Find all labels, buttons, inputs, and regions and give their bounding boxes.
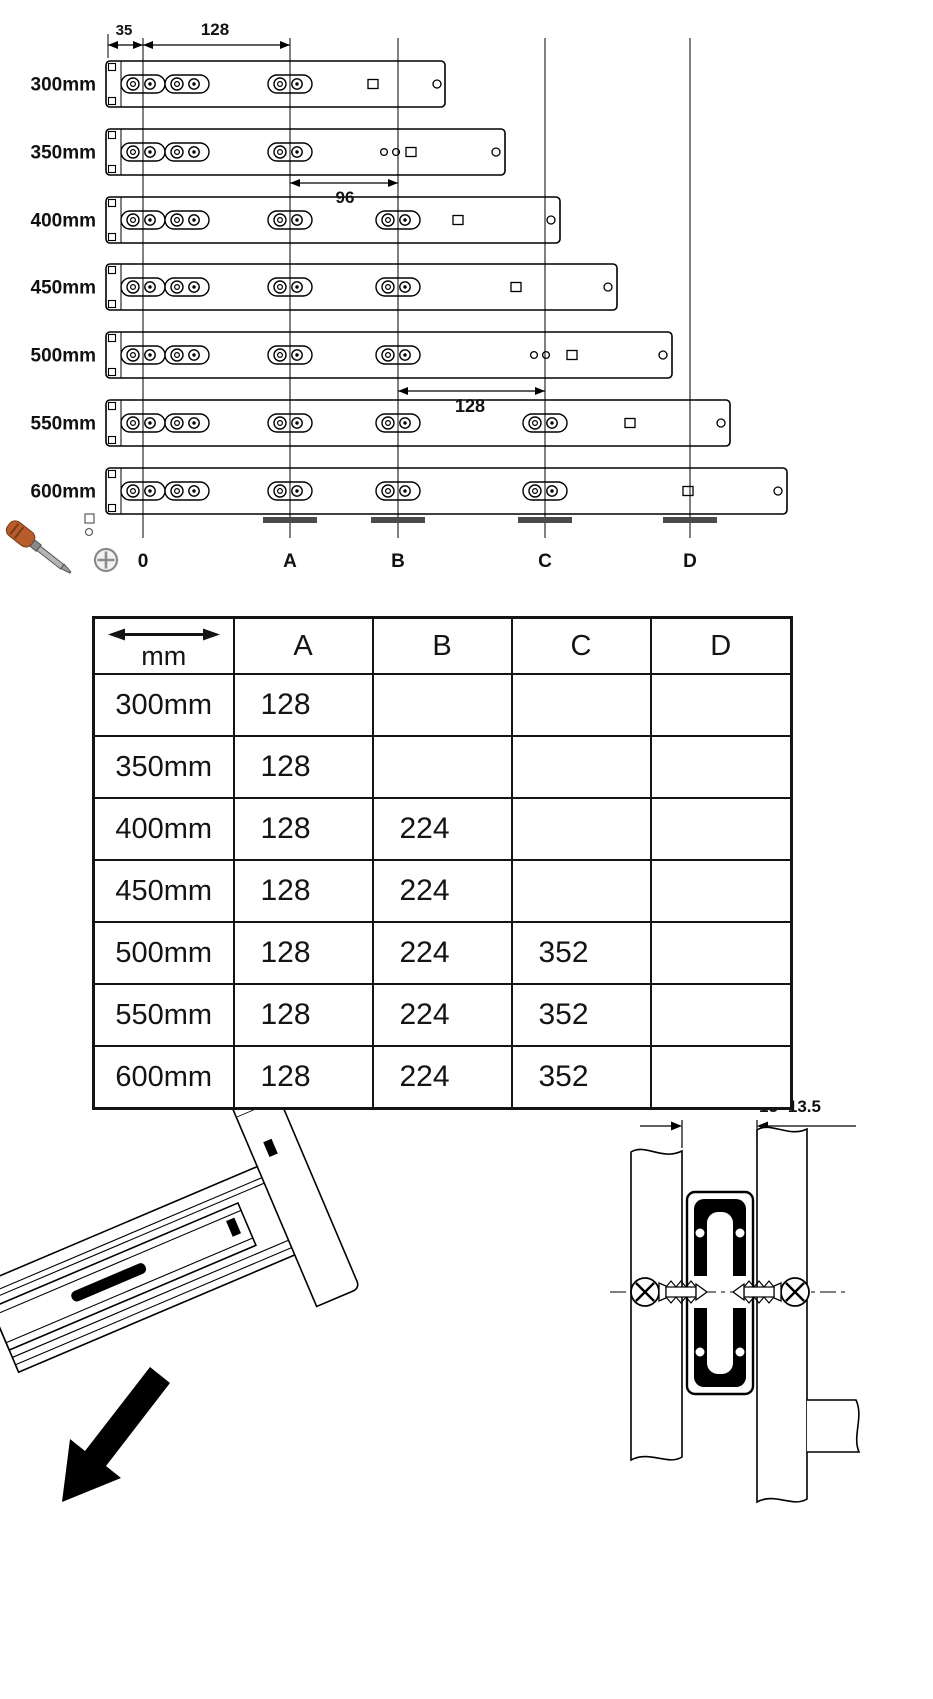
slide-length-label: 450mm	[31, 278, 97, 299]
slide-drawing-400mm: 400mm	[31, 196, 561, 244]
table-header-row: mm A B C D	[92, 616, 793, 675]
dimension-table: mm A B C D 300mm 128 350mm 128	[92, 616, 793, 1110]
size-cell: 400mm	[92, 797, 235, 861]
value-cell	[371, 735, 513, 799]
double-headed-arrow-icon	[107, 628, 220, 640]
dimension-label: 35	[116, 22, 133, 39]
slide-drawing-350mm: 350mm	[31, 128, 506, 176]
slide-length-label: 500mm	[31, 346, 97, 367]
col-header-D: D	[649, 616, 793, 675]
value-cell: 224	[371, 859, 513, 923]
value-cell: 128	[232, 983, 374, 1047]
insert-direction-arrow	[62, 1367, 170, 1502]
slide-drawing-500mm: 500mm	[31, 331, 673, 379]
table-row: 500mm 128 224 352	[92, 921, 793, 985]
value-cell: 128	[232, 673, 374, 737]
table-row: 450mm 128 224	[92, 859, 793, 923]
table-row: 300mm 128	[92, 673, 793, 737]
size-cell: 550mm	[92, 983, 235, 1047]
table-row: 600mm 128 224 352	[92, 1045, 793, 1110]
col-header-C: C	[510, 616, 652, 675]
hole-position-diagram: 300mm 350mm 400mm 450mm 500mm 550mm 600mm 0 A B C D…	[31, 20, 788, 572]
value-cell	[649, 859, 793, 923]
slide-length-label: 350mm	[31, 143, 97, 164]
value-cell	[649, 983, 793, 1047]
value-cell: 128	[232, 1045, 374, 1110]
value-cell	[649, 673, 793, 737]
axis-label-0: 0	[138, 551, 149, 572]
slide-length-label: 600mm	[31, 482, 97, 503]
value-cell	[649, 735, 793, 799]
value-cell: 128	[232, 921, 374, 985]
value-cell: 224	[371, 921, 513, 985]
table-row: 400mm 128 224	[92, 797, 793, 861]
value-cell: 224	[371, 797, 513, 861]
value-cell	[649, 797, 793, 861]
value-cell	[510, 735, 652, 799]
slide-drawing-450mm: 450mm	[31, 263, 618, 311]
left-screw-icon	[630, 1277, 709, 1307]
dimension-label: 96	[336, 188, 355, 207]
slide-length-label: 400mm	[31, 211, 97, 232]
value-cell	[510, 859, 652, 923]
value-cell: 128	[232, 859, 374, 923]
value-cell	[510, 797, 652, 861]
col-header-B: B	[371, 616, 513, 675]
value-cell: 128	[232, 797, 374, 861]
phillips-screw-icon	[93, 547, 119, 573]
axis-label-C: C	[538, 551, 552, 572]
base-tick	[263, 517, 317, 523]
drawer-bottom-panel	[807, 1399, 861, 1453]
axis-label-D: D	[683, 551, 697, 572]
screwdriver-icon	[5, 520, 119, 574]
table-row: 550mm 128 224 352	[92, 983, 793, 1047]
value-cell	[649, 921, 793, 985]
dimension-label: 128	[455, 396, 485, 416]
value-cell: 128	[232, 735, 374, 799]
value-cell: 224	[371, 1045, 513, 1110]
size-cell: 450mm	[92, 859, 235, 923]
cabinet-panel	[630, 1148, 683, 1462]
slide-drawing-300mm: 300mm	[31, 60, 446, 108]
right-screw-icon	[731, 1277, 810, 1307]
slide-length-label: 300mm	[31, 75, 97, 96]
slide-length-label: 550mm	[31, 414, 97, 435]
mounting-cross-section: 13~13.5	[610, 1097, 861, 1504]
col-header-A: A	[232, 616, 374, 675]
drawer-panel	[756, 1126, 808, 1504]
unit-label: mm	[141, 640, 187, 671]
value-cell	[649, 1045, 793, 1110]
size-cell: 500mm	[92, 921, 235, 985]
value-cell	[371, 673, 513, 737]
unit-header-cell: mm	[92, 616, 235, 675]
axis-label-B: B	[391, 551, 405, 572]
value-cell	[510, 673, 652, 737]
size-cell: 300mm	[92, 673, 235, 737]
drawer-slide-perspective	[0, 1094, 359, 1502]
base-tick	[371, 517, 425, 523]
value-cell: 224	[371, 983, 513, 1047]
base-tick	[518, 517, 572, 523]
value-cell: 352	[510, 921, 652, 985]
axis-label-A: A	[283, 551, 297, 572]
slide-drawing-550mm: 550mm	[31, 399, 731, 447]
table-row: 350mm 128	[92, 735, 793, 799]
value-cell: 352	[510, 1045, 652, 1110]
value-cell: 352	[510, 983, 652, 1047]
base-tick	[663, 517, 717, 523]
release-latch	[71, 1263, 147, 1302]
size-cell: 350mm	[92, 735, 235, 799]
dimension-label: 128	[201, 20, 229, 39]
size-cell: 600mm	[92, 1045, 235, 1110]
slide-drawing-600mm: 600mm	[31, 467, 788, 515]
